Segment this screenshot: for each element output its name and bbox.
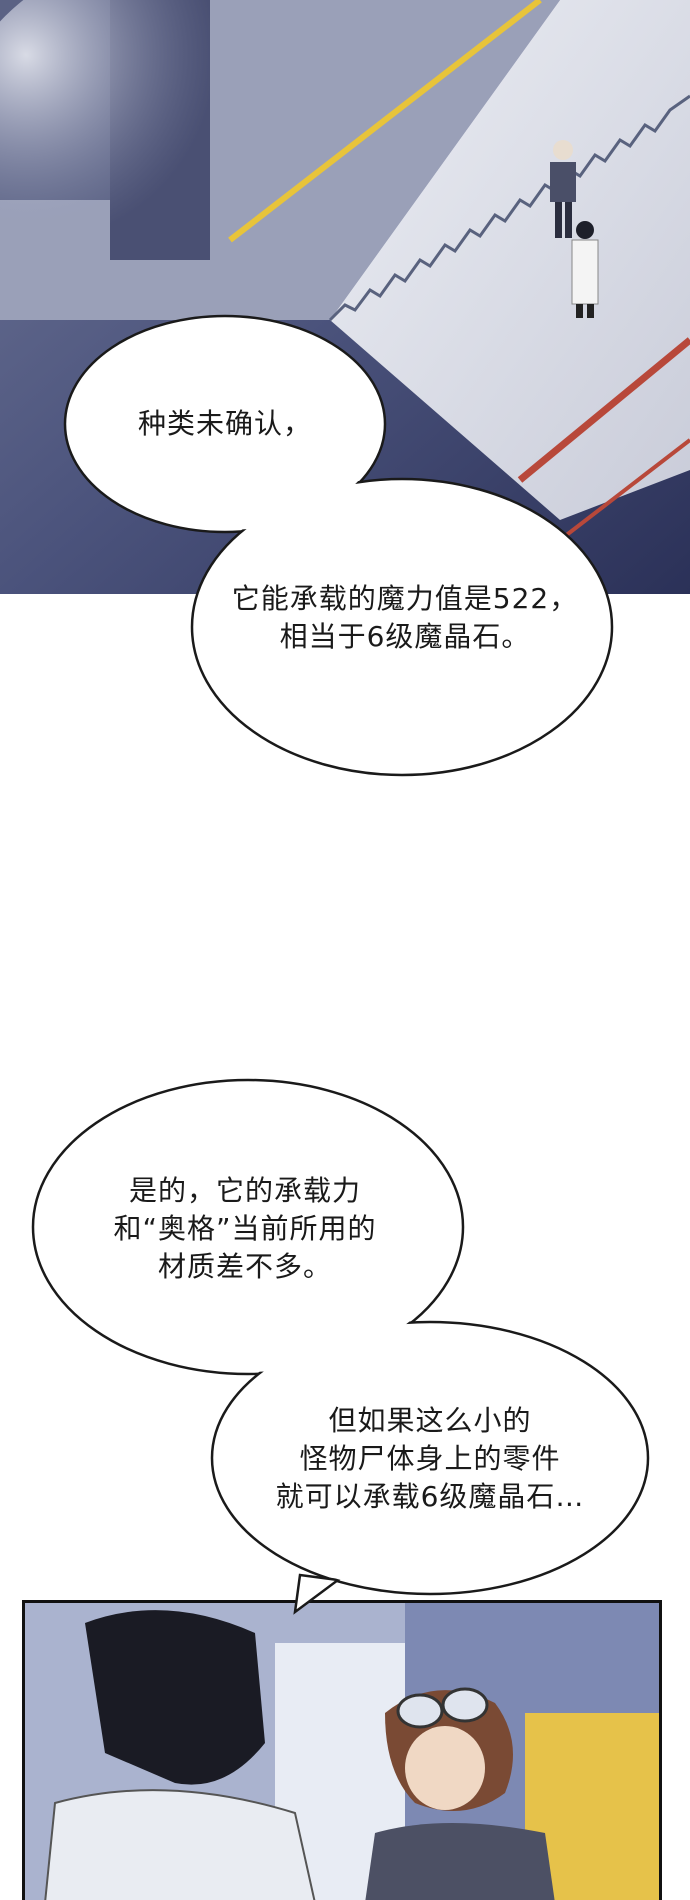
speech-bubble-3: 是的，它的承载力 和“奥格”当前所用的 材质差不多。 — [60, 1172, 430, 1286]
speech-bubble-4: 但如果这么小的 怪物尸体身上的零件 就可以承载6级魔晶石… — [240, 1402, 620, 1516]
characters-illustration — [25, 1603, 659, 1900]
bubble-line: 就可以承载6级魔晶石… — [275, 1480, 585, 1513]
panel-characters — [22, 1600, 662, 1900]
bubble-line: 是的，它的承载力 — [128, 1174, 361, 1207]
smoke — [0, 0, 330, 340]
serrated-edge — [328, 94, 690, 322]
bubble-line: 材质差不多。 — [157, 1250, 332, 1283]
white-floor — [330, 0, 690, 520]
bubble-line: 种类未确认， — [137, 407, 312, 440]
red-stripe — [517, 337, 690, 483]
bubble-line: 但如果这么小的 — [328, 1404, 532, 1437]
speech-bubble-1: 种类未确认， — [95, 405, 355, 443]
bubble-line: 怪物尸体身上的零件 — [299, 1442, 561, 1475]
bubble-line: 和“奥格”当前所用的 — [113, 1212, 377, 1245]
bubble-line: 相当于6级魔晶石。 — [279, 620, 531, 653]
speech-bubble-2: 它能承载的魔力值是522， 相当于6级魔晶石。 — [210, 580, 600, 656]
figure-man-standing — [550, 140, 576, 238]
panel-hangar-overhead — [0, 0, 690, 594]
bubble-line: 它能承载的魔力值是522， — [231, 582, 579, 615]
figure-black-hair — [44, 1610, 316, 1900]
hangar-illustration — [0, 0, 690, 594]
figure-goggles — [365, 1687, 555, 1900]
figure-labcoat — [571, 221, 599, 318]
